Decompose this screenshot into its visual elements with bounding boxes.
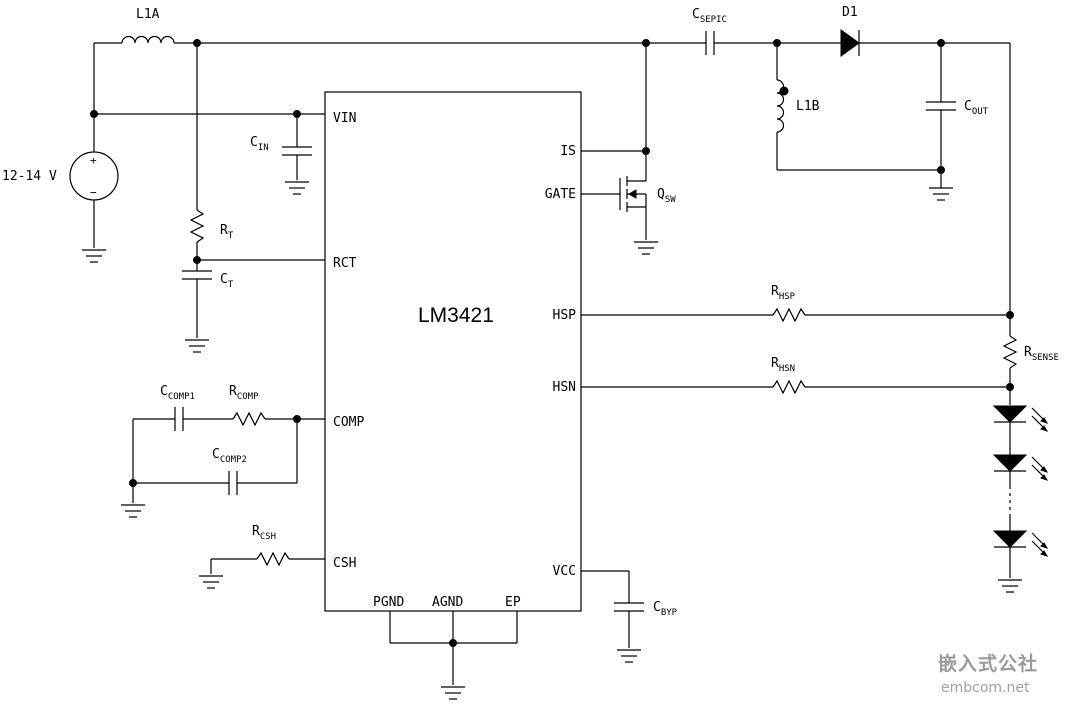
qsw-label: QSW bbox=[657, 187, 676, 205]
pin-comp-label: COMP bbox=[333, 415, 364, 430]
svg-text:+: + bbox=[90, 154, 97, 167]
cbyp-label: CBYP bbox=[653, 600, 678, 618]
resistor-rcomp: RCOMP bbox=[229, 384, 266, 427]
watermark-cn: 嵌入式公社 bbox=[938, 652, 1038, 675]
pin-agnd-label: AGND bbox=[432, 595, 463, 610]
pin-hsp-label: HSP bbox=[553, 308, 577, 323]
junction-dot bbox=[129, 479, 137, 487]
mosfet-qsw: QSW bbox=[581, 168, 676, 255]
d1-label: D1 bbox=[842, 5, 858, 20]
polarity-dot-icon bbox=[779, 86, 789, 96]
rhsp-label: RHSP bbox=[771, 284, 796, 302]
ground-icon bbox=[285, 181, 309, 195]
chip-name: LM3421 bbox=[418, 304, 494, 327]
ct-label: CT bbox=[220, 272, 234, 290]
pin-pgnd-label: PGND bbox=[373, 595, 404, 610]
resistor-rhsp: RHSP bbox=[771, 284, 806, 323]
junction-dot bbox=[937, 166, 945, 174]
lm3421-ic: LM3421 VIN RCT COMP CSH IS GATE HSP HSN … bbox=[324, 91, 582, 612]
rcsh-label: RCSH bbox=[252, 524, 276, 542]
svg-text:−: − bbox=[90, 186, 97, 199]
ground-icon bbox=[617, 649, 641, 663]
pin-rct-label: RCT bbox=[333, 256, 357, 271]
capacitor-csepic: CSEPIC bbox=[692, 7, 727, 55]
resistor-rcsh: RCSH bbox=[252, 524, 290, 567]
rt-label: RT bbox=[220, 223, 234, 241]
pin-is-label: IS bbox=[560, 144, 576, 159]
diode-d1: D1 bbox=[840, 5, 860, 57]
ground-icon bbox=[185, 339, 209, 353]
watermark: 嵌入式公社 embcom.net bbox=[938, 652, 1038, 696]
pin-ep-label: EP bbox=[505, 595, 521, 610]
pin-vcc-label: VCC bbox=[553, 564, 576, 579]
ccomp1-label: CCOMP1 bbox=[160, 384, 195, 402]
led-3 bbox=[992, 530, 1049, 557]
ground-icon bbox=[82, 249, 106, 263]
source-voltage-label: 12-14 V bbox=[2, 169, 57, 184]
capacitor-cout: COUT bbox=[926, 43, 989, 188]
ccomp2-label: CCOMP2 bbox=[212, 447, 247, 465]
pin-hsn-label: HSN bbox=[553, 380, 576, 395]
ground-icon bbox=[199, 575, 223, 589]
ground-icon bbox=[929, 187, 953, 201]
resistor-rt: RT bbox=[189, 209, 234, 243]
junction-dot bbox=[90, 110, 98, 118]
light-emission-icon bbox=[1031, 407, 1049, 432]
cout-label: COUT bbox=[964, 99, 989, 117]
cin-label: CIN bbox=[250, 135, 269, 153]
rcomp-label: RCOMP bbox=[229, 384, 259, 402]
light-emission-icon bbox=[1031, 532, 1049, 557]
led-1 bbox=[992, 405, 1049, 432]
inductor-l1b: L1B bbox=[776, 79, 820, 133]
capacitor-cin: CIN bbox=[250, 114, 312, 195]
capacitor-cbyp: CBYP bbox=[614, 600, 678, 663]
watermark-url: embcom.net bbox=[941, 680, 1030, 696]
pin-vin-label: VIN bbox=[333, 111, 356, 126]
ground-icon bbox=[634, 241, 658, 255]
pin-gate-label: GATE bbox=[545, 187, 576, 202]
resistor-rhsn: RHSN bbox=[771, 356, 806, 395]
capacitor-ct: CT bbox=[182, 270, 234, 353]
l1a-label: L1A bbox=[136, 7, 160, 22]
capacitor-ccomp2: CCOMP2 bbox=[212, 447, 247, 495]
ground-icon bbox=[121, 504, 145, 518]
pin-csh-label: CSH bbox=[333, 556, 356, 571]
inductor-l1a: L1A bbox=[121, 7, 175, 44]
rsense-label: RSENSE bbox=[1024, 345, 1059, 363]
led-2 bbox=[992, 454, 1049, 481]
csepic-label: CSEPIC bbox=[692, 7, 727, 25]
rhsn-label: RHSN bbox=[771, 356, 795, 374]
resistor-rsense: RSENSE bbox=[1002, 335, 1059, 369]
ground-icon bbox=[998, 579, 1022, 593]
ground-icon bbox=[441, 686, 465, 700]
light-emission-icon bbox=[1031, 456, 1049, 481]
junction-dot bbox=[642, 147, 650, 155]
junction-dot bbox=[449, 639, 457, 647]
capacitor-ccomp1: CCOMP1 bbox=[160, 384, 195, 431]
voltage-source: + − 12-14 V bbox=[2, 114, 119, 263]
l1b-label: L1B bbox=[796, 99, 820, 114]
